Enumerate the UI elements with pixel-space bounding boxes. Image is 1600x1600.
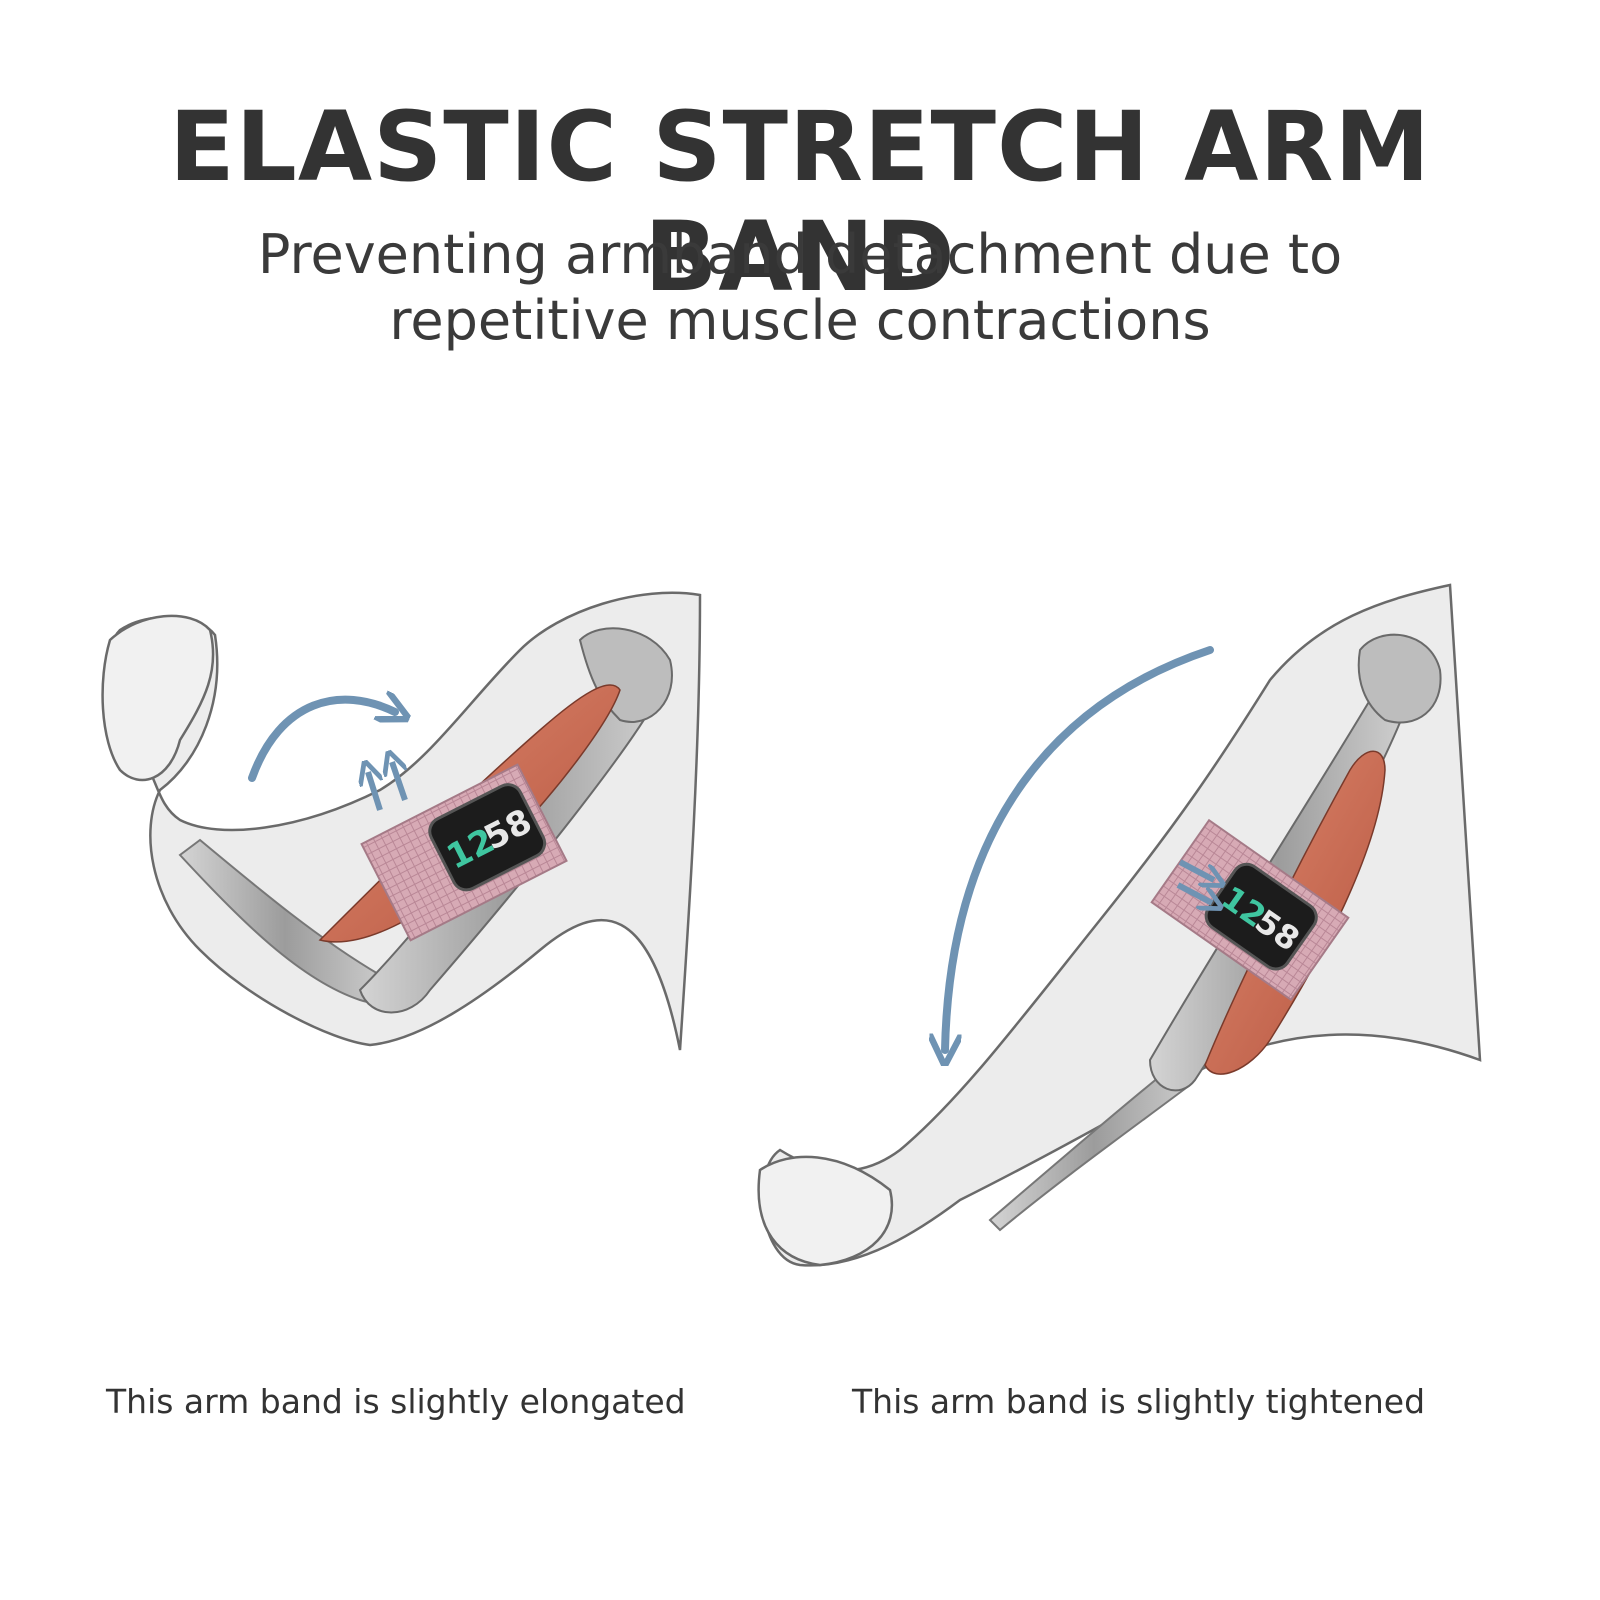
- left-stretch-arrow-2: [392, 762, 408, 801]
- right-caption: This arm band is slightly tightened: [852, 1382, 1426, 1421]
- left-arm-band: 12 58: [360, 763, 568, 942]
- left-fist: [101, 614, 215, 782]
- page-title: ELASTIC STRETCH ARM BAND: [169, 91, 1431, 313]
- left-watch-screen: [428, 783, 547, 892]
- right-fist: [757, 1155, 894, 1267]
- left-stretch-arrow-1: [368, 772, 380, 811]
- left-arm-illustration: 12 58: [101, 591, 702, 1051]
- right-arm-illustration: 12 58: [757, 583, 1482, 1267]
- left-arm-outline: [103, 591, 702, 1051]
- subtitle-line-2: repetitive muscle contractions: [389, 289, 1211, 352]
- left-curl-arrow: [248, 700, 395, 782]
- subtitle-line-1: Preventing armband detachment due to: [257, 223, 1343, 286]
- left-caption: This arm band is slightly elongated: [106, 1382, 686, 1421]
- right-arm-outline: [761, 583, 1482, 1267]
- right-tighten-arrow-2: [1176, 882, 1212, 903]
- right-tighten-arrow-1: [1178, 859, 1214, 880]
- page-subtitle: Preventing armband detachment due to rep…: [0, 222, 1600, 354]
- right-extend-arrow: [945, 646, 1214, 1050]
